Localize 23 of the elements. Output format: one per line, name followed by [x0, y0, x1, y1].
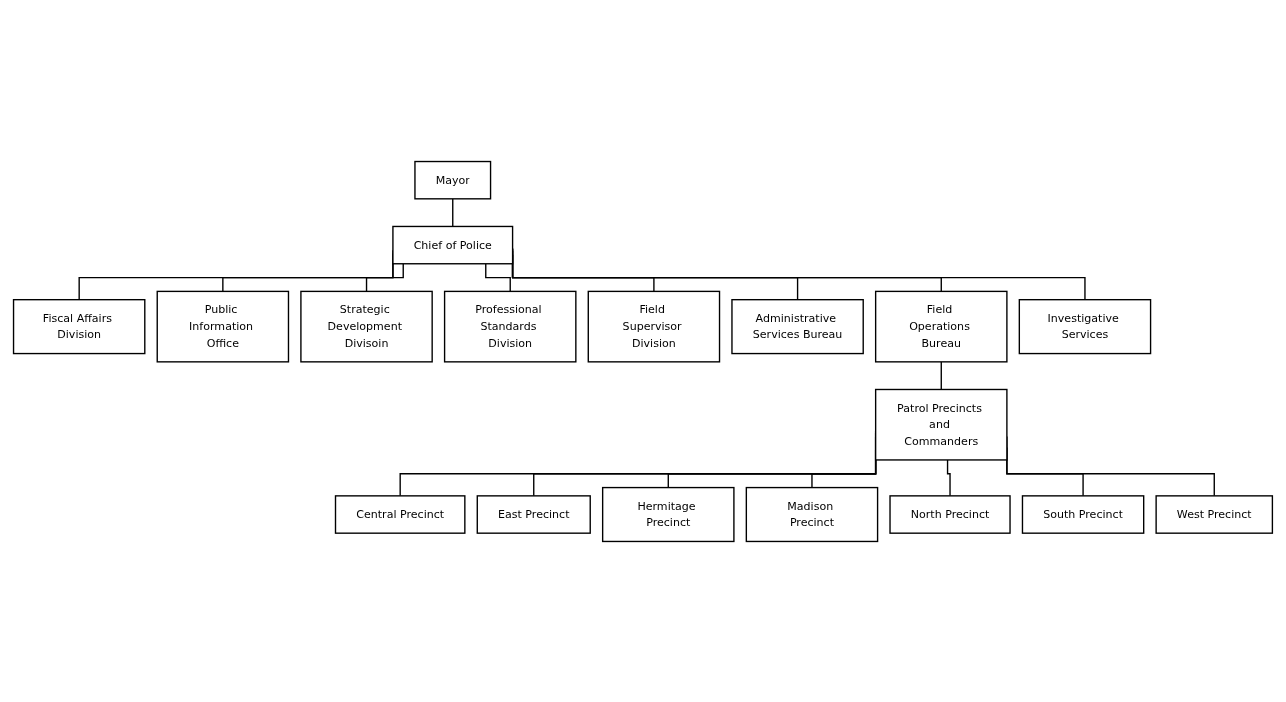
node-box: Patrol Precincts and Commanders	[875, 388, 1008, 461]
node-box: Administrative Services Bureau	[731, 298, 864, 354]
node-box: Field Operations Bureau	[875, 290, 1008, 363]
node-box: Mayor	[414, 160, 492, 199]
node-box: Public Information Office	[156, 290, 290, 363]
node-box: Fiscal Affairs Division	[12, 298, 146, 354]
node-box: Madison Precinct	[745, 486, 879, 542]
node-box: Professional Standards Division	[443, 290, 577, 363]
node-box: Hermitage Precinct	[602, 486, 735, 542]
connector	[452, 197, 454, 227]
node-box: West Precinct	[1155, 494, 1274, 534]
connector	[946, 458, 951, 497]
node-box: Strategic Development Divisoin	[300, 290, 433, 363]
connector	[485, 262, 511, 292]
node-box: North Precinct	[889, 494, 1011, 534]
node-box: South Precinct	[1021, 494, 1145, 534]
node-box: East Precinct	[476, 494, 591, 534]
connector	[940, 360, 942, 390]
node-box: Field Supervisor Division	[587, 290, 721, 363]
node-box: Central Precinct	[334, 494, 466, 534]
node-box: Chief of Police	[392, 225, 514, 264]
node-box: Investigative Services	[1018, 298, 1152, 354]
connector	[365, 262, 404, 292]
